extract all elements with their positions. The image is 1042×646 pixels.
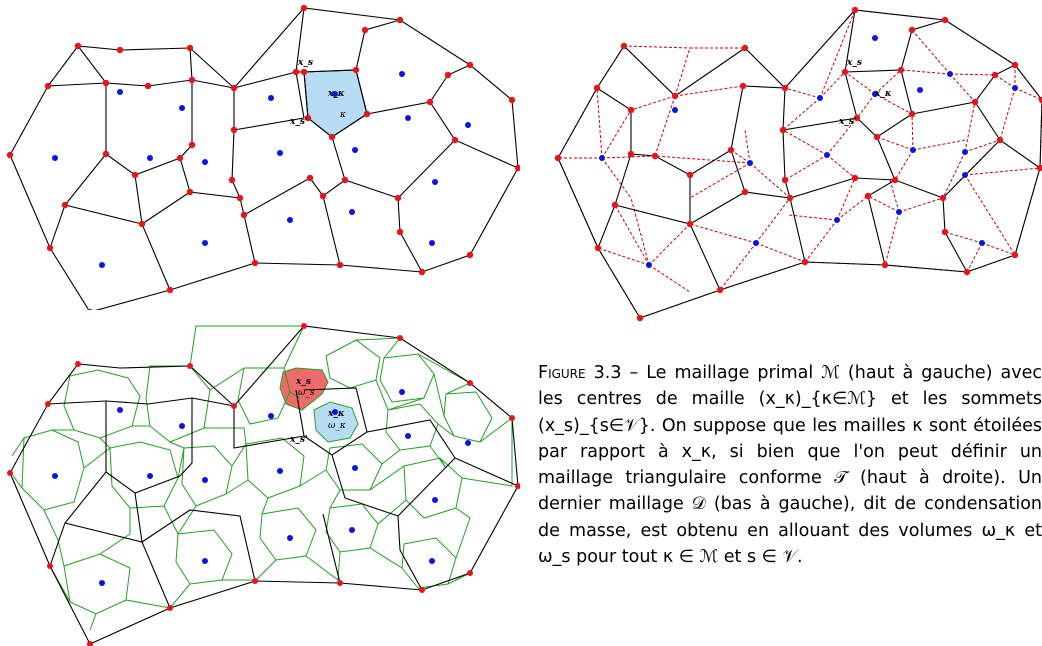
triangular-mesh-svg: x_s x_κ x_s' xyxy=(554,6,1042,322)
primal-mesh-svg: x_s x_κ κ x_s' xyxy=(6,4,520,310)
primal-edges xyxy=(9,325,519,645)
cell-centers xyxy=(599,35,1018,268)
label-kappa: κ xyxy=(339,110,346,120)
cell-centers xyxy=(52,389,471,586)
caption-text: – Le maillage primal ℳ (haut à gauche) a… xyxy=(538,363,1042,568)
figure-label: Figure 3.3 xyxy=(538,363,622,383)
label-xs-prime: x_s' xyxy=(289,435,308,445)
primal-edges xyxy=(9,7,519,310)
highlight-cell-kappa xyxy=(303,69,368,138)
label-xs-prime: x_s' xyxy=(289,117,308,127)
label-xs-prime: x_s' xyxy=(838,117,857,127)
label-xs: x_s xyxy=(846,58,862,68)
highlight-cell-volume xyxy=(313,401,359,443)
label-xk: x_κ xyxy=(327,89,345,99)
vertices xyxy=(554,6,1042,322)
mass-lumping-mesh-figure: x_s ω_s x_κ ω_κ x_s' xyxy=(0,318,520,646)
cell-centers xyxy=(52,71,471,268)
figure-caption: Figure 3.3 – Le maillage primal ℳ (haut … xyxy=(538,360,1042,570)
primal-vertices xyxy=(6,4,520,310)
primal-mesh-figure: x_s x_κ κ x_s' xyxy=(0,0,520,310)
highlight-vertex-volume xyxy=(279,367,329,411)
label-xs: x_s xyxy=(297,58,313,68)
mass-lumping-mesh-svg: x_s ω_s x_κ ω_κ x_s' xyxy=(7,323,520,646)
vertices xyxy=(7,323,520,646)
label-omega-k: ω_κ xyxy=(328,421,346,431)
label-xs: x_s xyxy=(295,377,311,387)
triangular-mesh-figure: x_s x_κ x_s' xyxy=(545,0,1042,330)
label-omega-s: ω_s xyxy=(298,388,315,398)
label-xk: x_κ xyxy=(327,409,345,419)
label-xk: x_κ xyxy=(874,89,892,99)
dual-volumes xyxy=(11,325,513,631)
